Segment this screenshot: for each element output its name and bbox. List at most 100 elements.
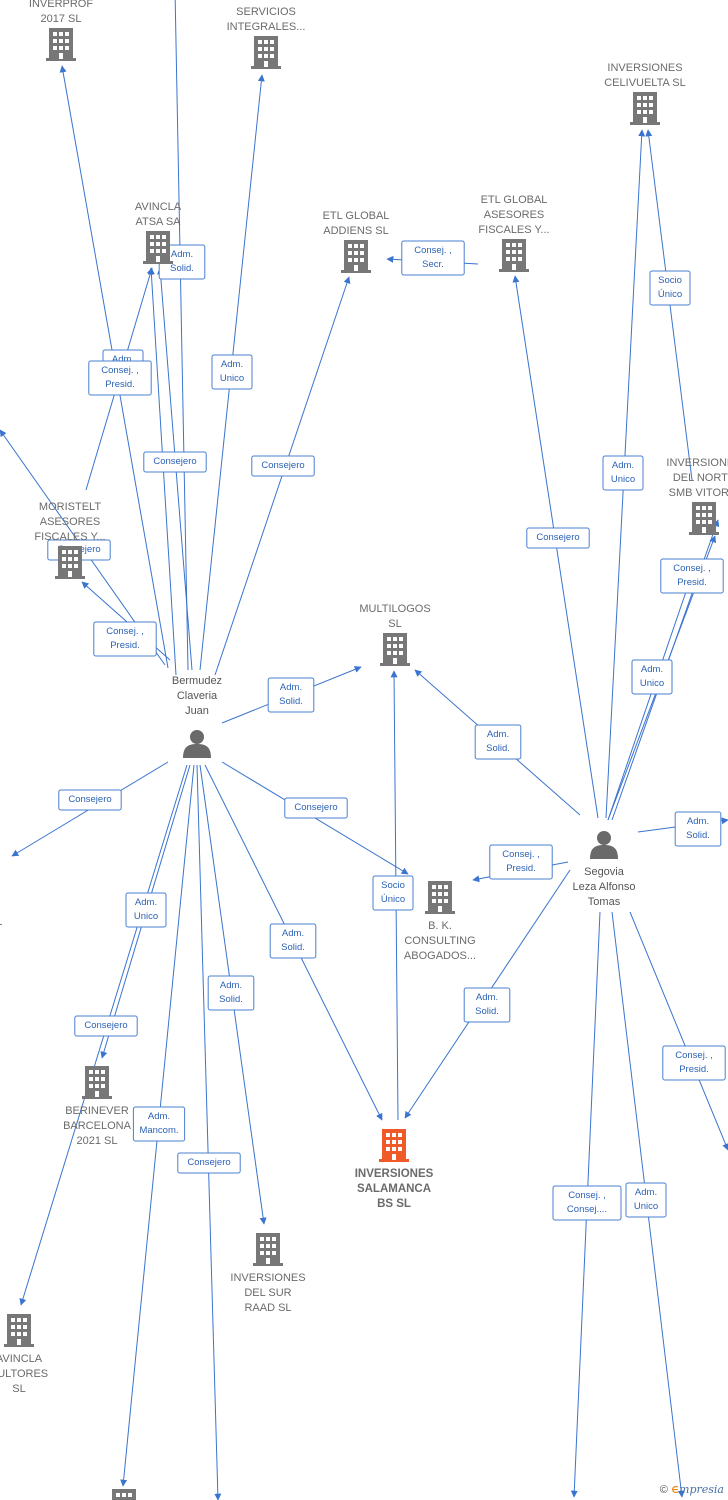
edge-label-text: Presid.: [506, 863, 536, 874]
company-label: SULTORES: [0, 1368, 48, 1380]
edge-label-text: Adm.: [487, 729, 509, 740]
edge-label-box: [526, 527, 590, 549]
edge-label[interactable]: Consejero: [526, 527, 590, 549]
edge-label[interactable]: Adm.Unico: [211, 354, 253, 390]
building-icon: [379, 1129, 409, 1162]
edge-label[interactable]: Adm.Mancom.: [132, 1106, 186, 1142]
company-node[interactable]: B. K.CONSULTINGABOGADOS...: [404, 881, 476, 962]
edge-label-text: Adm.: [641, 664, 663, 675]
edge-label[interactable]: Adm.Unico: [602, 455, 644, 491]
company-label: INVERPROF: [29, 0, 93, 10]
edge-label[interactable]: Adm.Solid.: [269, 923, 317, 959]
edge-label[interactable]: Consej. ,Presid.: [88, 360, 152, 396]
edge-label-text: Unico: [640, 678, 664, 689]
edge-label-text: Único: [658, 289, 682, 300]
edge-label[interactable]: Adm. Solid.: [474, 724, 522, 760]
company-label: INVERSIONES: [355, 1168, 434, 1180]
building-icon: [251, 36, 281, 69]
edge-label[interactable]: Adm.Solid.: [267, 677, 315, 713]
edge-label-text: Solid.: [486, 743, 510, 754]
brand-logo-text: mpresia: [679, 1483, 724, 1496]
edge-label[interactable]: Adm. Unico: [631, 659, 673, 695]
company-label: SL: [388, 618, 401, 630]
company-label: BARCELONA: [63, 1120, 132, 1132]
building-icon: [46, 28, 76, 61]
company-label: BERINEVER: [65, 1105, 129, 1117]
company-label: ETL GLOBAL: [481, 194, 548, 206]
company-label: ATSA SA: [135, 216, 181, 228]
person-icon: [590, 831, 618, 859]
company-node[interactable]: [109, 1489, 139, 1500]
edge-label[interactable]: Adm.Unico: [625, 1182, 667, 1218]
edge-label-box: [372, 875, 414, 911]
company-node[interactable]: AVINCLASULTORESSL: [0, 1314, 48, 1395]
edge-label[interactable]: Consejero: [284, 797, 348, 819]
edge-label[interactable]: Consejero: [74, 1015, 138, 1037]
watermark: © ∈mpresia: [660, 1483, 724, 1496]
edge-label[interactable]: Consej. ,Presid.: [93, 621, 157, 657]
edge-label-text: Solid.: [170, 263, 194, 274]
company-node[interactable]: SERVICIOSINTEGRALES...: [227, 6, 306, 69]
edge-label-text: Consej. ,: [675, 1050, 713, 1061]
edge-label-box: [474, 724, 522, 760]
company-label: ASESORES: [484, 209, 545, 221]
edge-label[interactable]: Consej. ,Consej....: [552, 1185, 622, 1221]
edge-label[interactable]: Adm. Solid.: [207, 975, 255, 1011]
building-icon: [689, 502, 719, 535]
edge-label-box: [125, 892, 167, 928]
edge-label[interactable]: Adm.Solid.: [674, 811, 722, 847]
edge-label-text: Consej. ,: [502, 849, 540, 860]
edge-label-text: Solid.: [219, 994, 243, 1005]
company-label: ASESORES: [40, 516, 101, 528]
edge-label[interactable]: Consej. ,Secr.: [401, 240, 465, 276]
edge-label[interactable]: Consejero: [143, 451, 207, 473]
edge-label-text: Único: [381, 894, 405, 905]
edge-label[interactable]: Consejero: [177, 1152, 241, 1174]
company-node[interactable]: ETL GLOBAL ADDIENS SL: [323, 210, 390, 273]
edge-label-box: [284, 797, 348, 819]
person-label: Claveria: [177, 690, 218, 702]
edge-label[interactable]: Adm.Unico: [125, 892, 167, 928]
edge-label[interactable]: Consej. , Presid.: [489, 844, 553, 880]
edge-label-text: Consejero: [153, 456, 196, 467]
edge-label[interactable]: Consejero: [251, 455, 315, 477]
company-label: DEL NORTE: [673, 472, 728, 484]
edge-label-text: Adm.: [220, 980, 242, 991]
edge-label-text: Presid.: [105, 379, 135, 390]
company-label: ETL GLOBAL: [323, 210, 390, 222]
edge-label[interactable]: Consejero: [58, 789, 122, 811]
edge-label[interactable]: Consej. ,Presid.: [662, 1045, 726, 1081]
edge-label-text: Consejero: [84, 1020, 127, 1031]
edge-label-box: [649, 270, 691, 306]
edge-label-text: Solid.: [686, 830, 710, 841]
edge-label-box: [132, 1106, 186, 1142]
company-label: ABOGADOS...: [404, 950, 476, 962]
company-label: MULTILOGOS: [359, 603, 430, 615]
edge-label-box: [401, 240, 465, 276]
company-label: INVERSIONES: [230, 1272, 305, 1284]
edge-label-box: [660, 558, 724, 594]
company-node[interactable]: BALSL: [0, 916, 2, 943]
company-label: MORISTELT: [39, 501, 101, 513]
company-node[interactable]: MULTILOGOS SL: [359, 603, 431, 666]
edge-label[interactable]: Adm.Solid.: [463, 987, 511, 1023]
company-label: ADDIENS SL: [323, 225, 388, 237]
edge-label-text: Unico: [611, 474, 635, 485]
company-label: RAAD SL: [244, 1302, 291, 1314]
edge-label[interactable]: Consej. ,Presid.: [660, 558, 724, 594]
